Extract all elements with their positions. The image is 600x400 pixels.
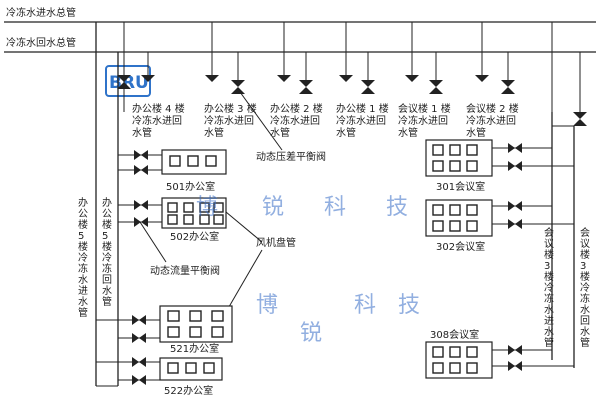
watermark-char-1: 博	[196, 195, 218, 220]
fan-coil-502	[161, 197, 227, 229]
branch-labels: 办公楼 4 楼冷冻水进回水管 办公楼 3 楼冷冻水进回水管 办公楼 2 楼冷冻水…	[132, 102, 519, 139]
fan-coil-522	[159, 357, 223, 381]
branch-label-meeting-1f: 会议楼 1 楼冷冻水进回水管	[398, 102, 451, 139]
fan-coil-308	[425, 341, 493, 379]
room-label-301: 301会议室	[436, 180, 485, 193]
watermark-char-8: 技	[398, 293, 420, 318]
fan-coil-521	[159, 305, 233, 343]
left-room-valves	[132, 150, 148, 385]
right-riser-pipes	[492, 112, 575, 368]
watermark-char-4: 技	[386, 195, 408, 220]
watermark-char-6: 锐	[300, 321, 322, 346]
branch-label-office-2f: 办公楼 2 楼冷冻水进回水管	[270, 102, 323, 139]
supply-main-label: 冷冻水进水总管	[6, 6, 76, 19]
watermark-char-3: 科	[324, 195, 346, 220]
bru-logo: BRU	[105, 65, 151, 97]
fan-coil-leader-2	[225, 249, 263, 313]
room-label-308: 308会议室	[430, 328, 479, 341]
room-label-501: 501办公室	[166, 180, 215, 193]
branch-valves	[117, 75, 587, 126]
flow-valve-label: 动态流量平衡阀	[150, 264, 220, 277]
return-main-label: 冷冻水回水总管	[6, 36, 76, 49]
branch-drops	[123, 22, 581, 112]
room-label-302: 302会议室	[436, 240, 485, 253]
room-label-522: 522办公室	[164, 384, 213, 397]
branch-label-office-1f: 办公楼 1 楼冷冻水进回水管	[336, 102, 389, 139]
dp-valve-leader	[239, 91, 283, 151]
watermark-char-7: 科	[354, 293, 376, 318]
watermark-char-2: 锐	[262, 195, 284, 220]
flow-valve-leader	[139, 221, 167, 263]
branch-label-meeting-2f: 会议楼 2 楼冷冻水进回水管	[466, 102, 519, 139]
watermark-char-5: 博	[256, 293, 278, 318]
fan-coil-501	[161, 149, 227, 175]
branch-label-office-4f: 办公楼 4 楼冷冻水进回水管	[132, 102, 185, 139]
fan-coil-leader-1	[225, 211, 263, 243]
fan-coil-label: 风机盘管	[256, 236, 296, 249]
dp-valve-label: 动态压差平衡阀	[256, 150, 326, 163]
right-room-valves	[508, 143, 522, 371]
branch-label-office-3f: 办公楼 3 楼冷冻水进回水管	[204, 102, 257, 139]
room-label-521: 521办公室	[170, 342, 219, 355]
fan-coil-301	[425, 139, 493, 177]
fan-coil-302	[425, 199, 493, 237]
room-label-502: 502办公室	[170, 230, 219, 243]
